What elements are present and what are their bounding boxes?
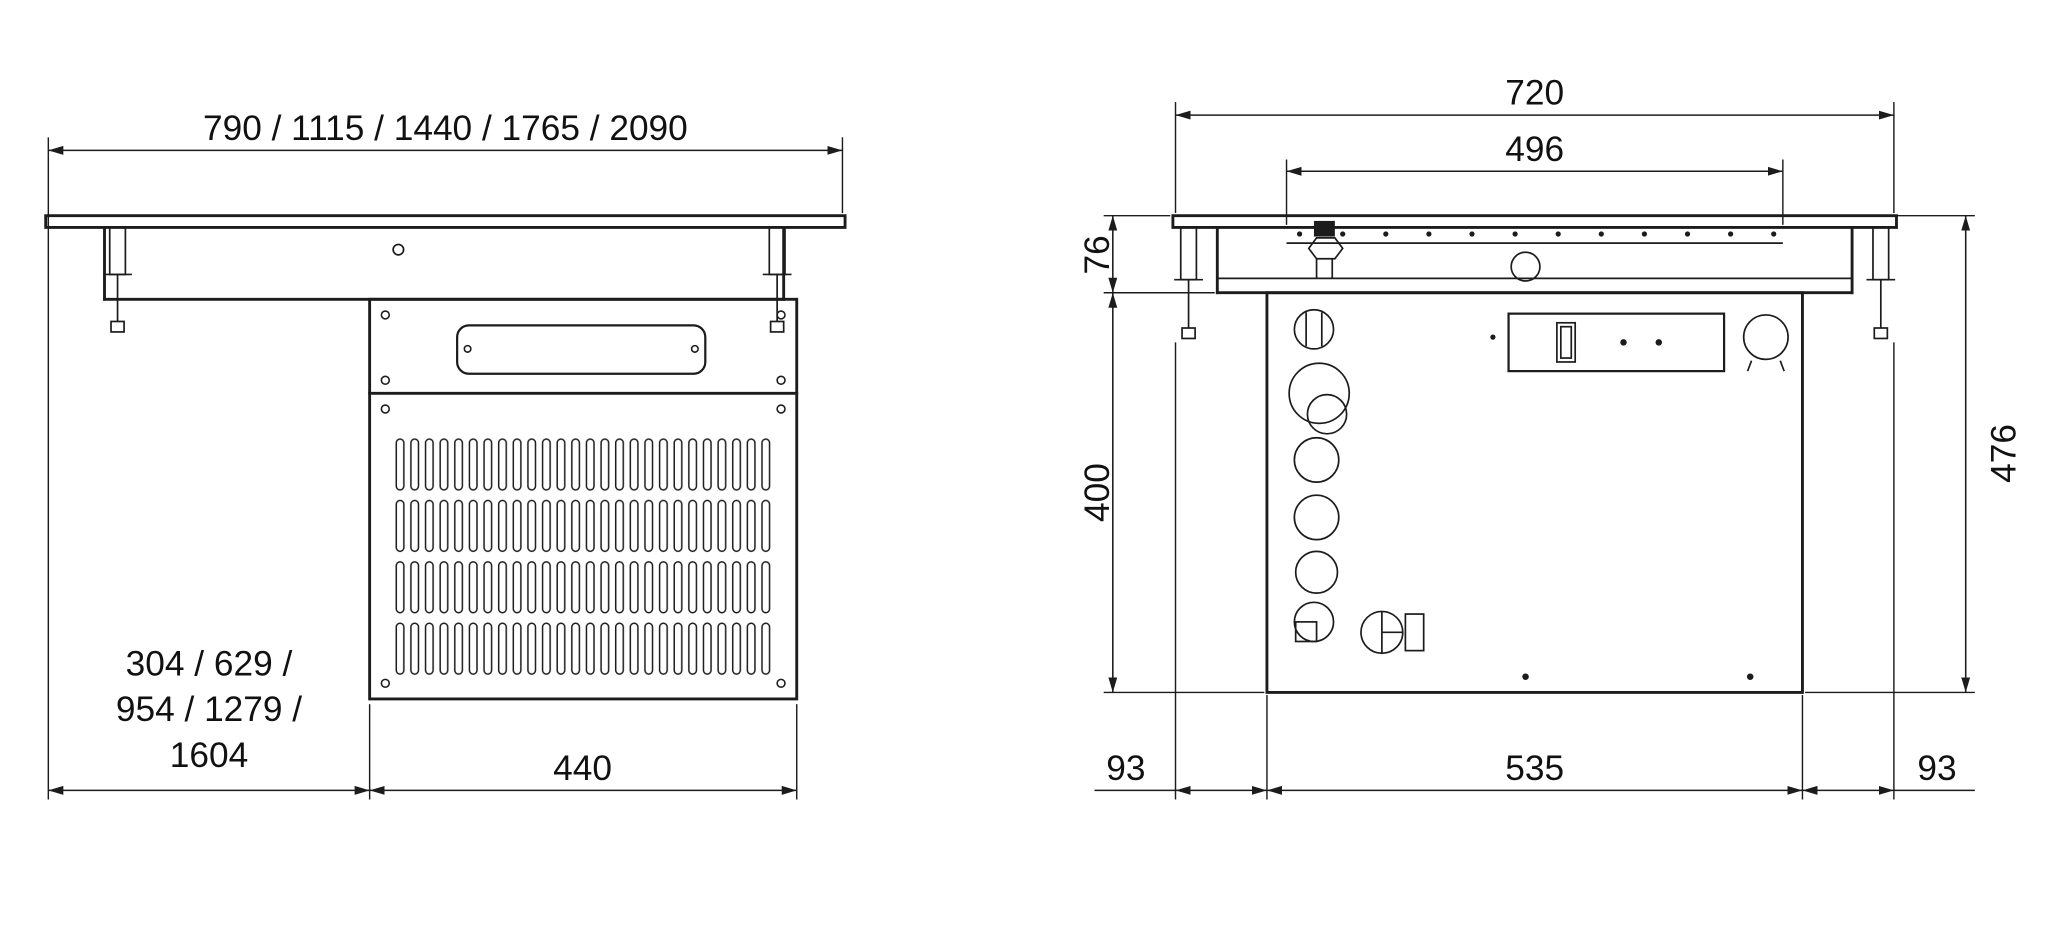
side-lower-height-dimension: 400 [1078, 292, 1265, 694]
side-bottom-dimensions: 93 535 93 [1094, 695, 1975, 800]
front-mounting-bracket-left [103, 226, 132, 333]
side-top-height-dimension: 76 [1078, 214, 1215, 294]
dim-label-overall-depth: 720 [1505, 74, 1564, 113]
front-worktop [44, 214, 847, 256]
dim-label-unit-width: 440 [553, 749, 612, 788]
side-mounting-bracket-left [1174, 226, 1203, 340]
front-top-width-dimension: 790 / 1115 / 1440 / 1765 / 2090 [47, 109, 844, 800]
dim-label-left-offset: 93 [1106, 749, 1145, 788]
side-view: 720 496 [1078, 74, 2023, 800]
front-view: 790 / 1115 / 1440 / 1765 / 2090 [44, 109, 847, 800]
dim-label-body-depth: 535 [1505, 749, 1564, 788]
dim-label-right-offset: 93 [1917, 749, 1956, 788]
side-overall-height-dimension: 476 [1805, 214, 2023, 694]
drain-fitting [1307, 220, 1344, 279]
front-machine-unit [368, 297, 799, 701]
dim-label-left-widths-line3: 1604 [170, 736, 248, 775]
vent-slot [456, 324, 707, 375]
fan-symbol [1742, 314, 1789, 372]
front-left-width-dimension: 304 / 629 / 954 / 1279 / 1604 [48, 644, 371, 800]
front-unit-width-dimension: 440 [369, 704, 798, 800]
dim-label-cutout-depth: 496 [1505, 130, 1564, 169]
dim-label-top-height: 76 [1078, 235, 1117, 274]
side-machine-body [1265, 291, 1804, 694]
front-basin [103, 226, 786, 301]
side-worktop [1171, 214, 1898, 229]
side-cutout-depth-dimension: 496 [1285, 130, 1784, 225]
side-basin [1215, 220, 1854, 295]
ventilation-grille [393, 433, 774, 680]
dim-label-overall-height: 476 [1984, 424, 2023, 483]
dim-label-lower-height: 400 [1078, 463, 1117, 522]
side-mounting-bracket-right [1866, 226, 1896, 340]
pipe-holes [1288, 308, 1425, 655]
control-box [1490, 312, 1726, 373]
worktop-hole [392, 243, 405, 256]
dim-label-left-widths-line1: 304 / 629 / [126, 644, 293, 683]
side-overall-depth-dimension: 720 [1174, 74, 1895, 800]
dim-label-left-widths-line2: 954 / 1279 / [116, 690, 302, 729]
dim-label-width-options: 790 / 1115 / 1440 / 1765 / 2090 [203, 109, 688, 148]
drain-hole [1510, 251, 1541, 282]
